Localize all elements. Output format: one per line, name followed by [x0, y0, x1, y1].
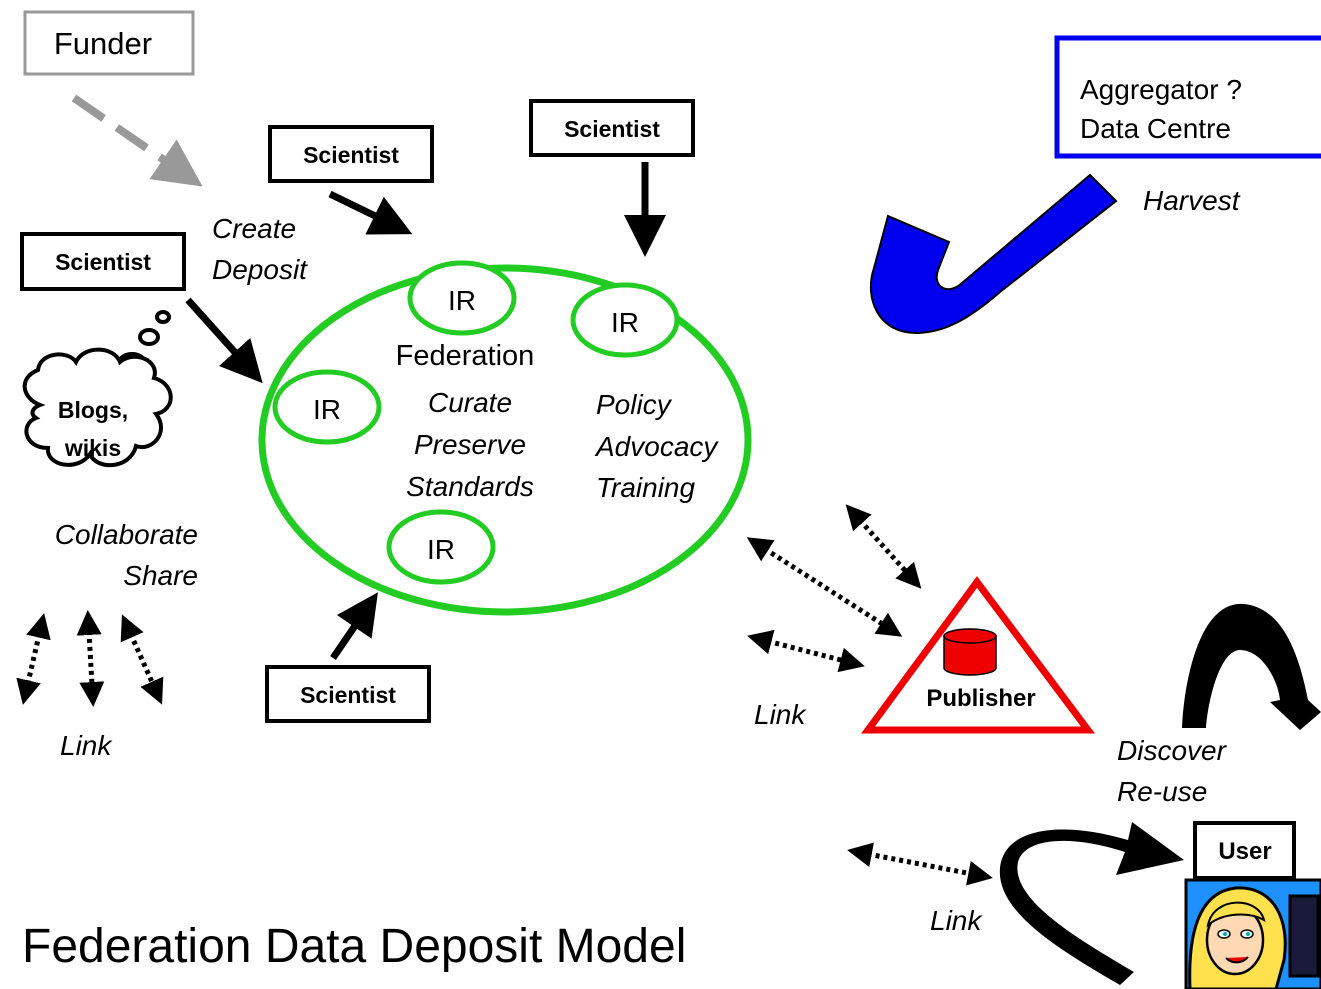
scientist-box-upper: Scientist	[268, 125, 434, 183]
reuse-label: Re-use	[1117, 776, 1207, 807]
harvest-arrow	[869, 173, 1118, 335]
ir-label: IR	[313, 394, 341, 425]
scientist-label: Scientist	[300, 682, 396, 708]
page-title: Federation Data Deposit Model	[22, 920, 686, 973]
scientist-box-bottom: Scientist	[265, 665, 431, 723]
ir-label: IR	[611, 307, 639, 338]
ir-node: IR	[570, 282, 680, 358]
scientist-label: Scientist	[303, 142, 399, 168]
deposit-arrow-upper	[328, 190, 413, 235]
federation-ellipse	[258, 264, 752, 616]
wikis-label: wikis	[64, 435, 121, 461]
curate-label: Curate	[428, 387, 512, 418]
ir-label: IR	[427, 534, 455, 565]
link-arrow	[847, 842, 993, 886]
link-arrow	[746, 537, 903, 637]
database-icon	[943, 628, 997, 676]
user-box: User	[1193, 821, 1296, 880]
deposit-arrow-bottom	[330, 592, 378, 660]
standards-label: Standards	[406, 471, 534, 502]
policy-label: Policy	[596, 389, 673, 420]
blogs-label: Blogs,	[58, 397, 128, 423]
scientist-label: Scientist	[564, 116, 660, 142]
link-arrow	[845, 504, 922, 589]
link-label: Link	[754, 699, 807, 730]
thought-bubble	[138, 328, 160, 346]
user-curve-arrow	[999, 822, 1184, 985]
advocacy-label: Advocacy	[594, 431, 719, 462]
aggregator-label: Aggregator ?	[1080, 74, 1242, 105]
scientist-label: Scientist	[55, 249, 151, 275]
harvest-label: Harvest	[1143, 185, 1241, 216]
federation-label: Federation	[396, 340, 535, 372]
funder-arrow	[71, 94, 203, 187]
funder-label: Funder	[54, 26, 152, 61]
collaborate-label: Collaborate	[55, 519, 198, 550]
deposit-arrow-left	[185, 297, 263, 384]
aggregator-box: Aggregator ? Data Centre	[1054, 35, 1321, 159]
funder-box: Funder	[23, 10, 195, 76]
thought-bubble	[155, 310, 171, 324]
link-label: Link	[60, 730, 113, 761]
preserve-label: Preserve	[414, 429, 526, 460]
ir-node: IR	[407, 260, 517, 336]
deposit-label: Deposit	[212, 254, 308, 285]
link-label: Link	[930, 905, 983, 936]
scientist-box-top: Scientist	[529, 99, 695, 157]
ir-node: IR	[272, 369, 382, 445]
ir-label: IR	[448, 285, 476, 316]
ir-node: IR	[386, 509, 496, 585]
link-arrow	[747, 629, 865, 673]
discover-arch-arrow	[1182, 603, 1321, 730]
training-label: Training	[596, 472, 696, 503]
discover-label: Discover	[1117, 735, 1228, 766]
publisher-label: Publisher	[926, 685, 1035, 712]
scientist-box-left: Scientist	[20, 232, 186, 291]
data-centre-label: Data Centre	[1080, 113, 1231, 144]
link-arrow	[120, 614, 164, 705]
create-label: Create	[212, 213, 296, 244]
publisher-triangle: Publisher	[861, 576, 1095, 734]
blogs-cloud	[22, 347, 173, 468]
link-arrow	[16, 613, 51, 705]
link-arrow	[76, 610, 105, 707]
share-label: Share	[123, 560, 198, 591]
user-label: User	[1218, 838, 1271, 865]
user-avatar	[1184, 878, 1321, 989]
